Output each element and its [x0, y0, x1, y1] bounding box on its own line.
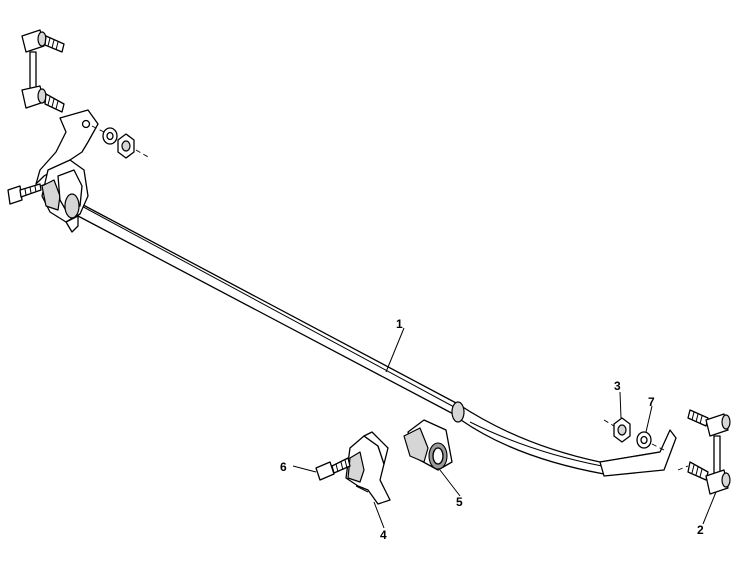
right-nut	[603, 417, 631, 443]
callout-1: 1	[396, 317, 403, 331]
bolt-6	[315, 457, 351, 481]
callout-3: 3	[614, 379, 621, 393]
left-drop-link	[21, 29, 65, 113]
left-clamp-and-bushing	[41, 159, 89, 233]
bushing-5	[403, 419, 453, 471]
leader-lines	[292, 327, 717, 529]
callout-7: 7	[648, 395, 655, 409]
left-washer-nut	[102, 127, 151, 159]
callout-6: 6	[280, 460, 287, 474]
stabilizer-bar	[69, 197, 677, 477]
right-drop-link	[677, 409, 731, 495]
callout-2: 2	[697, 523, 704, 537]
callout-4: 4	[380, 528, 387, 542]
callout-5: 5	[456, 495, 463, 509]
clamp-4	[345, 431, 391, 505]
right-washer	[636, 431, 665, 451]
left-clamp-bolt	[7, 182, 49, 205]
